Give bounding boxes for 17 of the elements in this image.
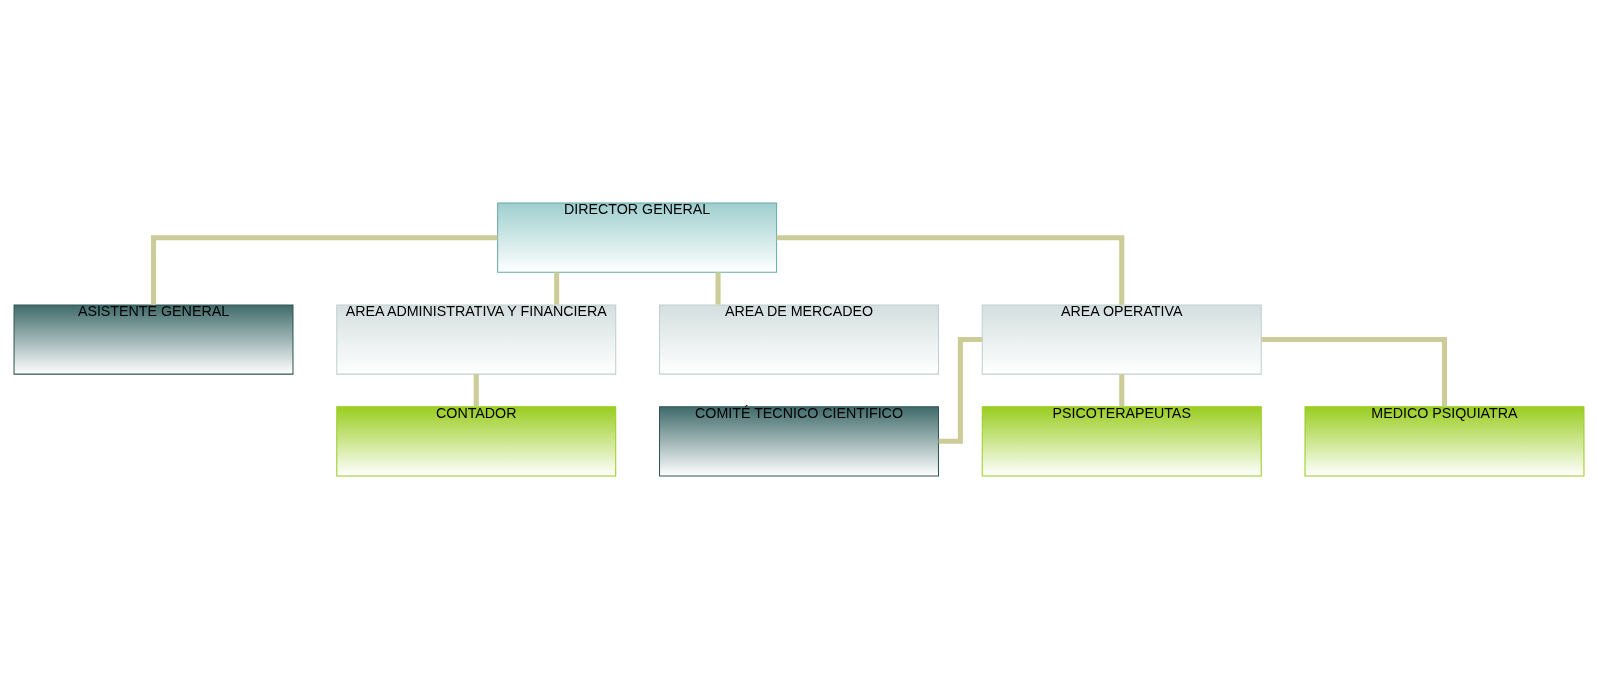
node-box: AREA DE MERCADEO [659,304,939,375]
connector [554,272,560,305]
node-box: CONTADOR [336,406,617,477]
connector [1119,374,1125,407]
node-box: DIRECTOR GENERAL [497,202,778,273]
connector [473,374,479,407]
node-box: ASISTENTE GENERAL [13,304,294,375]
connector [938,336,983,444]
node-box: AREA OPERATIVA [981,304,1262,375]
connector [715,272,721,305]
connector [150,235,498,305]
connector [1261,336,1448,407]
node-box: PSICOTERAPEUTAS [981,406,1262,477]
node-box: COMITÉ TECNICO CIENTIFICO [659,406,939,477]
node-box: MEDICO PSIQUIATRA [1304,406,1585,477]
connector [776,235,1125,305]
node-box: AREA ADMINISTRATIVA Y FINANCIERA [336,304,617,375]
